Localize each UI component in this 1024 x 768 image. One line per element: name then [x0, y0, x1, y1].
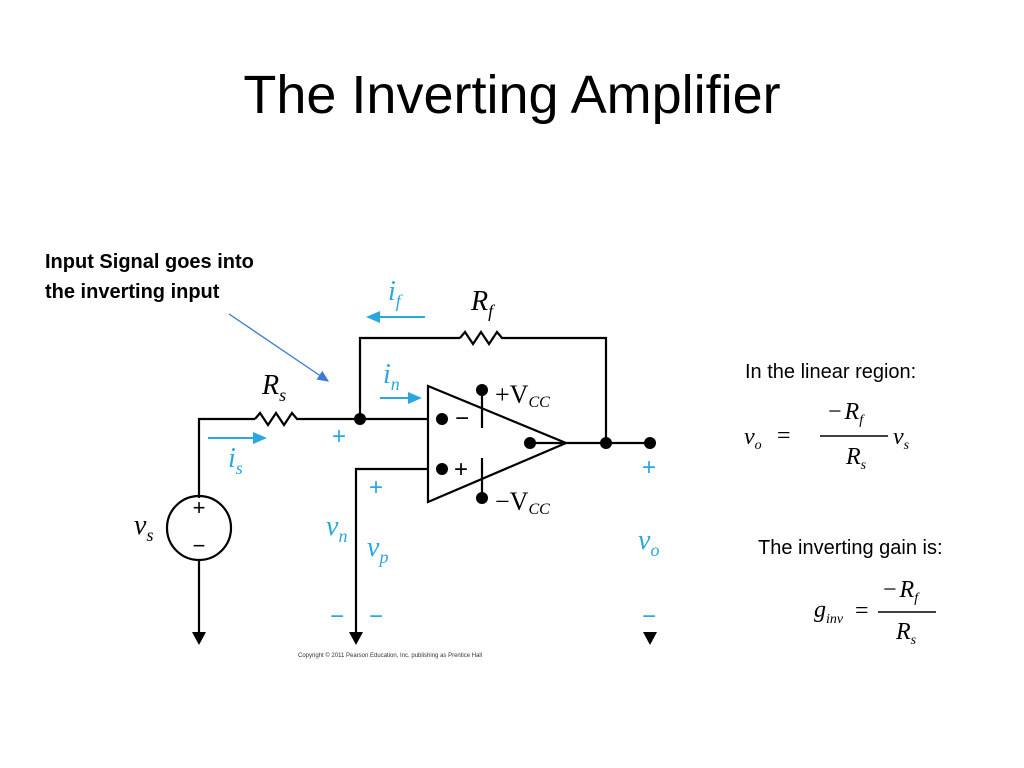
vcc-positive-label: +VCC: [495, 380, 550, 411]
svg-text:−Rf: −Rf: [828, 399, 865, 428]
svg-text:=: =: [855, 598, 869, 624]
vn-minus-sign: −: [330, 603, 344, 630]
vp-label: vp: [367, 532, 388, 567]
output-voltage-equation: vo = −Rf Rs vs: [744, 399, 910, 473]
vp-minus-sign: −: [369, 603, 383, 630]
svg-text:Rs: Rs: [895, 619, 917, 648]
slide-title: The Inverting Amplifier: [243, 65, 781, 125]
svg-text:=: =: [777, 423, 791, 449]
source-plus-sign: +: [193, 495, 206, 520]
vn-label: vn: [326, 511, 347, 546]
resistor-rf: [459, 330, 506, 346]
circuit-nodes: [354, 384, 656, 504]
svg-text:Rs: Rs: [845, 444, 867, 473]
vcc-negative-label: +V−VCC: [495, 487, 550, 518]
svg-text:−Rf: −Rf: [883, 577, 920, 606]
ground-symbols: [192, 632, 657, 645]
op-amp-symbol: [426, 384, 569, 504]
svg-text:vo: vo: [744, 424, 762, 453]
voltage-source: [165, 494, 233, 562]
op-amp-inverting-sign: −: [455, 405, 469, 432]
callout-text: Input Signal goes into the inverting inp…: [45, 251, 254, 303]
polarity-signs: + + + − − −: [330, 423, 656, 630]
vo-label: vo: [638, 525, 659, 560]
inverting-gain-note: The inverting gain is:: [758, 537, 943, 559]
callout-pointer: [228, 313, 330, 382]
linear-region-note: In the linear region:: [745, 361, 917, 383]
op-amp-noninverting-sign: +: [454, 456, 468, 483]
rf-label: Rf: [470, 286, 496, 321]
current-arrows: [208, 311, 425, 444]
if-label: if: [388, 276, 404, 311]
svg-text:ginv: ginv: [814, 597, 844, 627]
is-label: is: [228, 443, 243, 478]
vs-label: vs: [134, 510, 153, 545]
vo-minus-sign: −: [642, 603, 656, 630]
in-label: in: [383, 359, 400, 394]
svg-text:vs: vs: [893, 424, 910, 453]
vo-plus-sign: +: [642, 454, 656, 481]
copyright-notice: Copyright © 2011 Pearson Education, Inc.…: [298, 652, 482, 659]
vin-plus-sign: +: [332, 423, 346, 450]
vp-plus-sign: +: [369, 474, 383, 501]
rs-label: Rs: [261, 370, 286, 405]
inverting-gain-equation: ginv = −Rf Rs: [814, 577, 936, 648]
resistor-rs: [254, 411, 300, 427]
source-minus-sign: −: [193, 533, 206, 558]
